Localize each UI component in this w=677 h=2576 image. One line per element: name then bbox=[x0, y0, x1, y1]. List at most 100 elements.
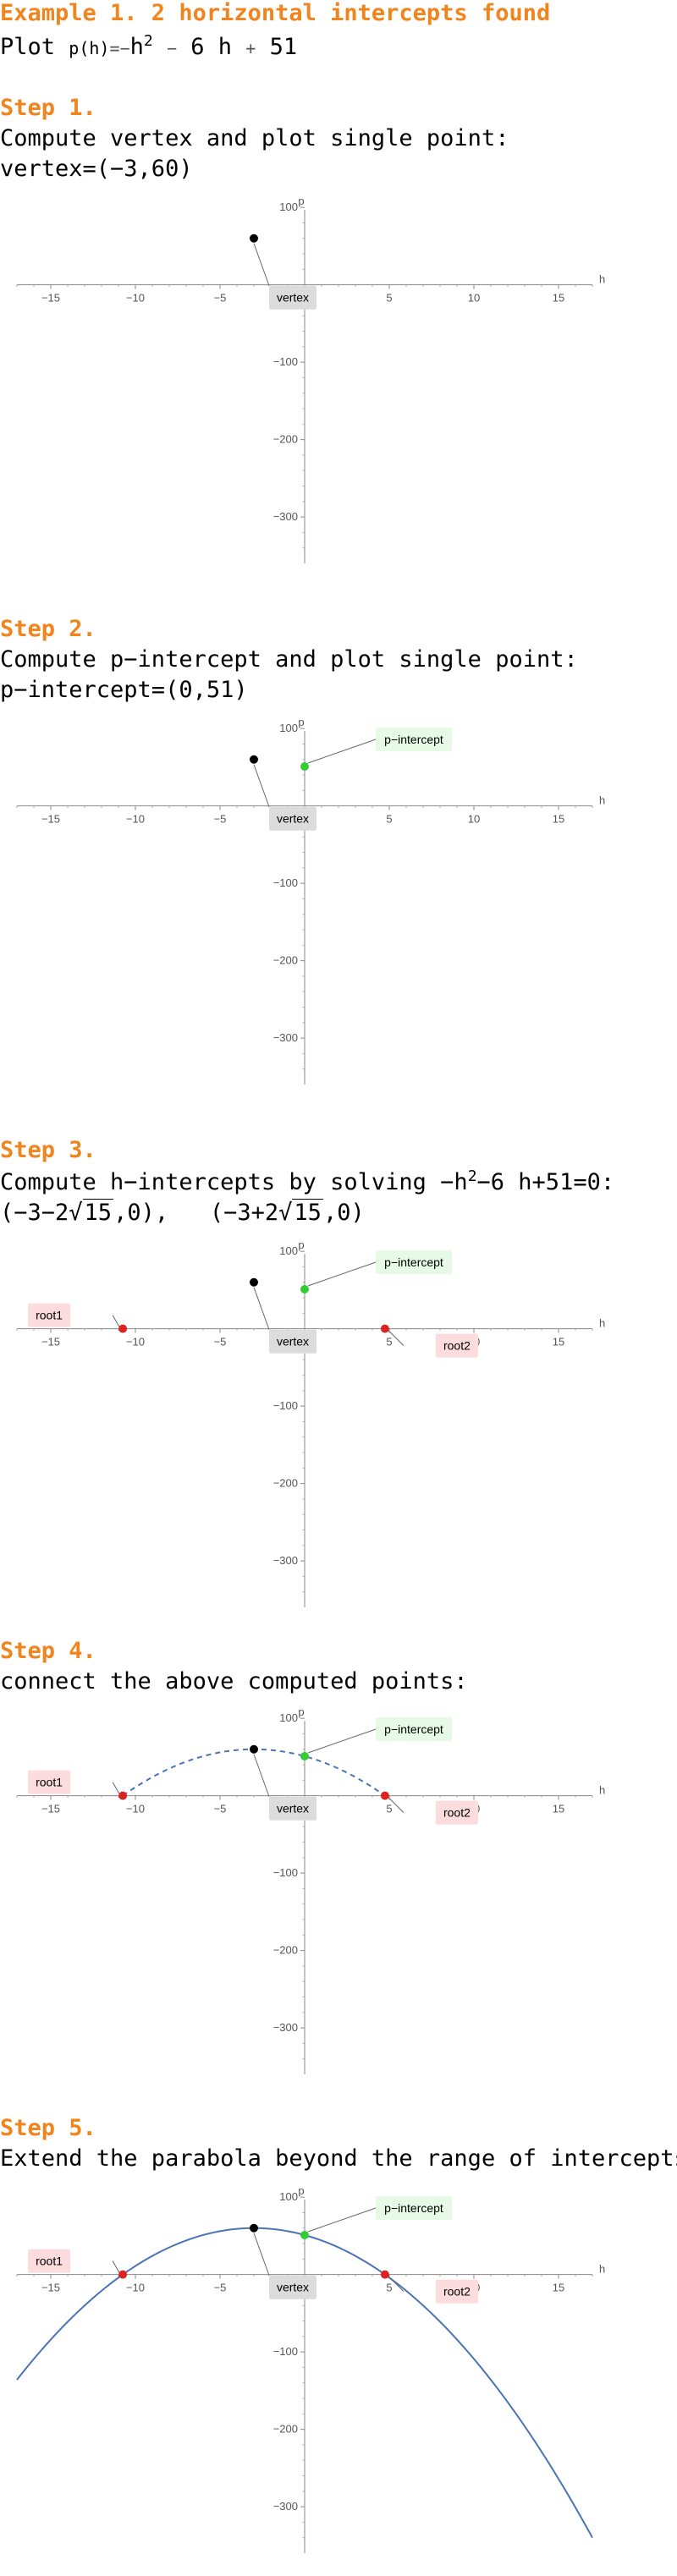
root2-point bbox=[380, 1324, 389, 1333]
p-intercept-callout bbox=[307, 1728, 377, 1754]
p-intercept-label: p−intercept bbox=[384, 2201, 443, 2215]
vertex-callout bbox=[253, 243, 270, 286]
y-tick-label: −300 bbox=[273, 510, 298, 523]
vertex-label-box bbox=[269, 2275, 316, 2299]
vertex-label: vertex bbox=[277, 2281, 309, 2294]
y-tick-label: −100 bbox=[273, 1866, 298, 1879]
neg-sign: − bbox=[119, 38, 130, 58]
vertex-point bbox=[250, 2223, 258, 2233]
x-tick-label: −15 bbox=[41, 1336, 60, 1348]
x-tick-label: −5 bbox=[214, 292, 227, 305]
root2-expr-b: ,0) bbox=[322, 1200, 365, 1226]
x-tick-label: −10 bbox=[126, 292, 145, 305]
y-tick-label: 100 bbox=[279, 200, 298, 213]
p-intercept-point bbox=[300, 1751, 309, 1760]
step1-line2: vertex=(−3,60) bbox=[0, 156, 193, 182]
step1-line1: Compute vertex and plot single point: bbox=[0, 125, 509, 151]
y-tick-label: 100 bbox=[279, 2190, 298, 2203]
six-h: 6 h bbox=[190, 34, 233, 60]
step2-line1: Compute p−intercept and plot single poin… bbox=[0, 646, 578, 673]
step3-roots: (−3−2√15,0), (−3+2√15,0) bbox=[0, 1199, 365, 1226]
x-tick-label: −10 bbox=[126, 1803, 145, 1815]
root1-point bbox=[118, 1791, 128, 1800]
p-intercept-label-box bbox=[376, 727, 452, 751]
root2-label: root2 bbox=[443, 1806, 471, 1820]
p-axis-label: p bbox=[298, 2184, 304, 2197]
root1-label-box bbox=[28, 1303, 71, 1327]
vertex-label: vertex bbox=[277, 1802, 309, 1815]
x-tick-label: 5 bbox=[386, 2282, 392, 2294]
y-tick-label: −200 bbox=[273, 2423, 298, 2436]
y-tick-label: −200 bbox=[273, 433, 298, 446]
y-tick-label: −100 bbox=[273, 876, 298, 889]
step3-exponent: 2 bbox=[467, 1167, 477, 1185]
root2-callout bbox=[388, 2276, 405, 2292]
root2-radical: √15 bbox=[278, 1199, 323, 1226]
x-tick-label: −5 bbox=[214, 2282, 227, 2294]
p-axis-label: p bbox=[298, 1705, 304, 1718]
vertex-callout bbox=[253, 2233, 270, 2276]
vertex-point bbox=[250, 1744, 258, 1754]
step4-line1: connect the above computed points: bbox=[0, 1668, 468, 1694]
parabola-curve bbox=[122, 1748, 386, 1797]
y-tick-label: −300 bbox=[273, 1554, 298, 1567]
plus-sign: + bbox=[245, 38, 256, 58]
vertex-label-box bbox=[269, 285, 316, 310]
root2-radicand: 15 bbox=[292, 1199, 323, 1226]
p-intercept-label: p−intercept bbox=[384, 1255, 443, 1269]
vertex-label: vertex bbox=[277, 812, 309, 826]
step3-line1-b: −6 h+51=0: bbox=[476, 1169, 615, 1195]
p-axis-label: p bbox=[298, 1239, 304, 1251]
x-tick-label: −15 bbox=[41, 292, 60, 305]
step5-line1: Extend the parabola beyond the range of … bbox=[0, 2145, 677, 2172]
x-tick-label: −10 bbox=[126, 1336, 145, 1348]
root2-callout bbox=[388, 1330, 405, 1346]
vertex-callout bbox=[253, 1287, 270, 1330]
h-axis-label: h bbox=[599, 2263, 605, 2276]
p-intercept-point bbox=[300, 1284, 309, 1293]
root1-radicand: 15 bbox=[82, 1199, 114, 1226]
p-intercept-label-box bbox=[376, 1250, 452, 1274]
root2-label-box bbox=[435, 1333, 478, 1358]
h-axis-label: h bbox=[599, 1784, 605, 1797]
x-tick-label: 15 bbox=[553, 1803, 564, 1815]
x-tick-label: −15 bbox=[41, 2282, 60, 2294]
function-name: p(h) bbox=[69, 38, 110, 58]
x-tick-label: −5 bbox=[214, 1803, 227, 1815]
root1-callout bbox=[112, 2260, 120, 2273]
root1-callout bbox=[112, 1782, 120, 1794]
p-axis-label: p bbox=[298, 195, 304, 207]
p-intercept-callout bbox=[307, 1261, 377, 1287]
root2-point bbox=[380, 2270, 389, 2279]
plot-word: Plot bbox=[0, 34, 56, 60]
root2-callout bbox=[388, 1797, 405, 1813]
vertex-label: vertex bbox=[277, 1335, 309, 1348]
y-tick-label: −200 bbox=[273, 954, 298, 967]
root1-expr-b: ,0), bbox=[113, 1200, 169, 1226]
p-intercept-label: p−intercept bbox=[384, 733, 443, 746]
root1-point bbox=[118, 2270, 128, 2279]
step2-line2: p−intercept=(0,51) bbox=[0, 677, 248, 703]
x-tick-label: 15 bbox=[553, 2282, 564, 2294]
chart-step5: hp−15−10−551015100−100−200−300vertexp−in… bbox=[16, 2184, 605, 2553]
root2-label-box bbox=[435, 2279, 478, 2304]
y-tick-label: −100 bbox=[273, 355, 298, 368]
step1-heading: Step 1. bbox=[0, 95, 96, 121]
vertex-callout bbox=[253, 764, 270, 807]
step2-heading: Step 2. bbox=[0, 616, 96, 642]
root2-expr-a: (−3+2 bbox=[209, 1200, 279, 1226]
x-tick-label: −10 bbox=[126, 813, 145, 826]
page-title: Example 1. 2 horizontal intercepts found bbox=[0, 0, 551, 26]
x-tick-label: 15 bbox=[553, 813, 564, 826]
vertex-label-box bbox=[269, 1796, 316, 1821]
root1-label: root1 bbox=[36, 1309, 63, 1322]
chart-step4: hp−15−10−551015100−100−200−300vertexp−in… bbox=[16, 1705, 605, 2074]
x-tick-label: 5 bbox=[386, 292, 392, 305]
root1-expr-a: (−3−2 bbox=[0, 1200, 69, 1226]
vertex-point bbox=[250, 233, 258, 243]
p-intercept-label-box bbox=[376, 2195, 452, 2220]
y-tick-label: −100 bbox=[273, 2345, 298, 2358]
y-tick-label: 100 bbox=[279, 1244, 298, 1257]
